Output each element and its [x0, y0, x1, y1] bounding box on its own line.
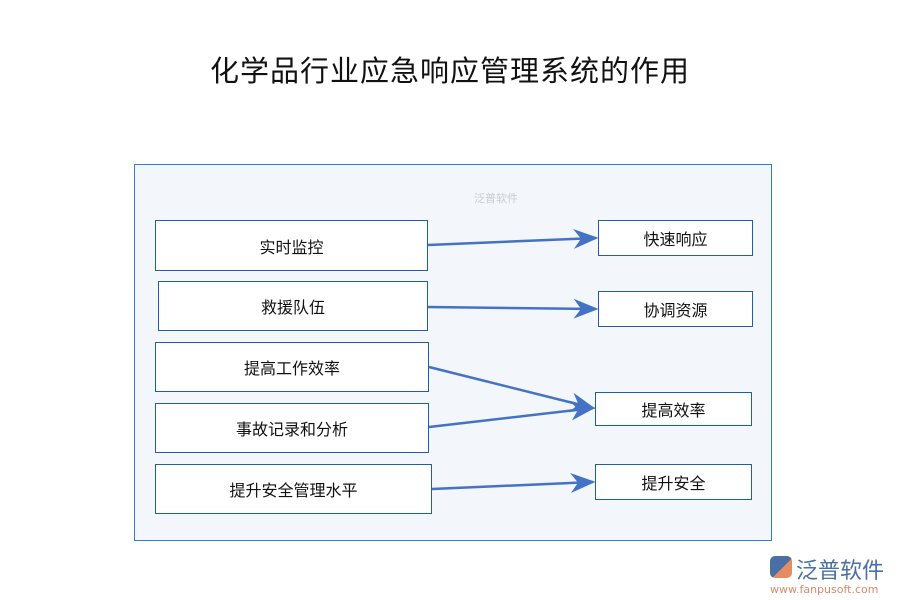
logo-icon: [770, 556, 792, 578]
page-title: 化学品行业应急响应管理系统的作用: [209, 54, 690, 88]
arrow: [431, 472, 596, 493]
target-box: 快速响应: [598, 220, 753, 256]
target-box: 提高效率: [595, 392, 752, 426]
source-box: 提高工作效率: [155, 342, 429, 392]
arrow: [427, 228, 599, 249]
arrow: [427, 298, 599, 319]
arrow: [428, 365, 596, 413]
watermark: 泛普软件: [474, 192, 518, 205]
target-box: 提升安全: [595, 464, 752, 500]
source-box: 提升安全管理水平: [155, 464, 432, 514]
source-box: 实时监控: [155, 220, 428, 271]
source-box: 救援队伍: [158, 281, 428, 331]
target-box: 协调资源: [598, 291, 753, 327]
logo: 泛普软件 www.fanpusoft.com: [770, 553, 884, 596]
source-box: 事故记录和分析: [155, 403, 429, 453]
arrow: [428, 400, 596, 429]
